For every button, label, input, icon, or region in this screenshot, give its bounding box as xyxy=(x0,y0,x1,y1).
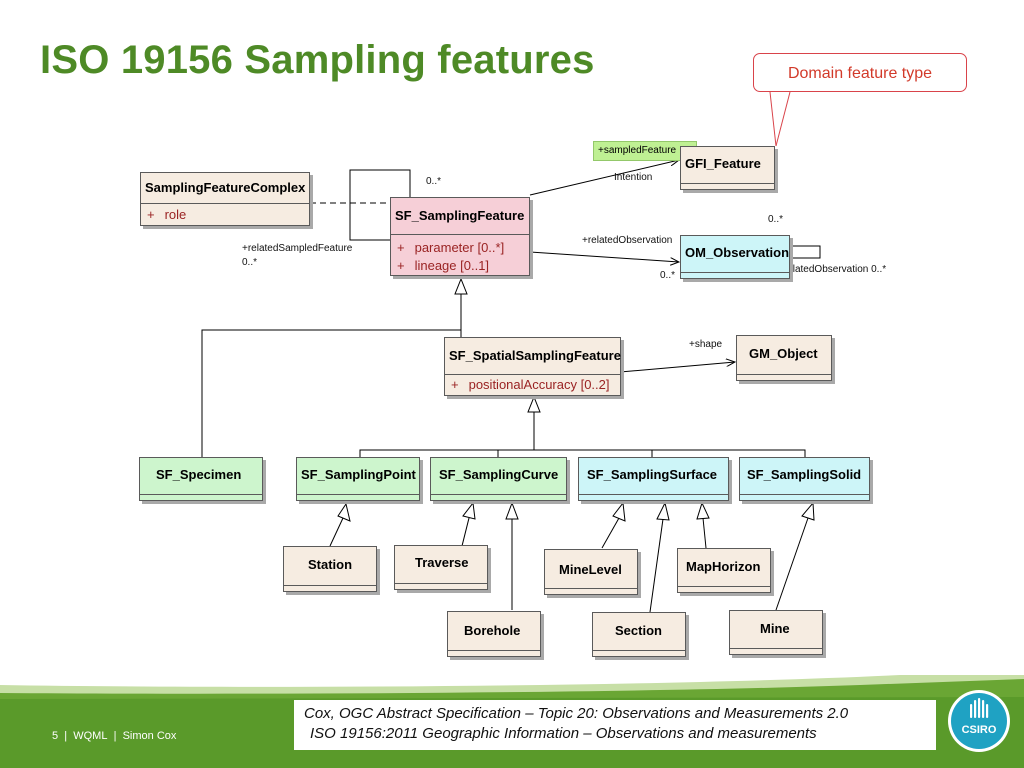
class-om-observation[interactable]: OM_Observation xyxy=(680,235,790,279)
footer-credits: 5 | WQML | Simon Cox xyxy=(52,730,176,742)
class-sf-spatial-sampling-feature[interactable]: SF_SpatialSamplingFeature + positionalAcc… xyxy=(444,337,621,396)
class-sf-sampling-curve[interactable]: SF_SamplingCurve xyxy=(430,457,567,501)
footer-separator: | xyxy=(113,730,117,742)
footer-separator: | xyxy=(64,730,68,742)
class-name: OM_Observation xyxy=(685,245,790,260)
class-name: GFI_Feature xyxy=(685,156,761,171)
attribute-lineage: lineage [0..1] xyxy=(414,258,490,273)
class-name: SF_Specimen xyxy=(156,467,242,482)
observation-self-label: +relatedObservation 0..* xyxy=(778,264,887,275)
class-gm-object[interactable]: GM_Object xyxy=(736,335,832,381)
class-attributes: + parameter [0..*] + lineage [0..1] xyxy=(391,234,529,275)
csiro-logo: CSIRO xyxy=(948,690,1010,752)
attribute-positional-accuracy: positionalAccuracy [0..2] xyxy=(468,377,610,392)
class-divider xyxy=(395,583,487,584)
visibility-marker: + xyxy=(451,377,459,392)
class-divider xyxy=(140,494,262,495)
class-name: Traverse xyxy=(415,555,469,570)
class-station[interactable]: Station xyxy=(283,546,377,592)
class-divider xyxy=(730,648,822,649)
class-sf-sampling-solid[interactable]: SF_SamplingSolid xyxy=(739,457,870,501)
class-name: SamplingFeatureComplex xyxy=(145,180,306,195)
class-divider xyxy=(740,494,869,495)
slide-title: ISO 19156 Sampling features xyxy=(40,38,595,82)
class-section[interactable]: Section xyxy=(592,612,686,657)
class-name: GM_Object xyxy=(749,346,818,361)
class-divider xyxy=(448,650,540,651)
shape-role-label: +shape xyxy=(689,339,723,350)
page-number: 5 xyxy=(52,730,59,742)
class-name: SF_SamplingPoint xyxy=(301,467,416,482)
citation-line-1: Cox, OGC Abstract Specification – Topic … xyxy=(304,705,849,722)
class-divider xyxy=(284,585,376,586)
related-sampling-feature-multiplicity: 0..* xyxy=(242,257,258,268)
class-name: SF_SamplingFeature xyxy=(395,208,525,223)
class-sf-sampling-feature[interactable]: SF_SamplingFeature + parameter [0..*] + li… xyxy=(390,197,530,276)
attribute-parameter: parameter [0..*] xyxy=(414,240,505,255)
class-name: MapHorizon xyxy=(686,559,761,574)
class-mine-level[interactable]: MineLevel xyxy=(544,549,638,595)
class-sf-sampling-surface[interactable]: SF_SamplingSurface xyxy=(578,457,729,501)
domain-feature-callout: Domain feature type xyxy=(753,53,967,92)
class-divider xyxy=(297,494,419,495)
class-mine[interactable]: Mine xyxy=(729,610,823,655)
footer-author: Simon Cox xyxy=(122,730,177,742)
class-name: SF_SpatialSamplingFeature xyxy=(449,348,621,363)
visibility-marker: + xyxy=(397,240,405,255)
attribute-role: role xyxy=(164,207,187,222)
class-divider xyxy=(579,494,728,495)
class-gfi-feature[interactable]: GFI_Feature xyxy=(680,146,775,190)
citation-line-2: ISO 19156:2011 Geographic Information – … xyxy=(310,725,817,742)
visibility-marker: + xyxy=(397,258,405,273)
class-name: SF_SamplingCurve xyxy=(439,467,559,482)
class-name: MineLevel xyxy=(559,562,622,577)
intention-label: Intention xyxy=(614,172,653,183)
related-sampling-feature-label: +relatedSampledFeature xyxy=(242,243,353,254)
class-name: Station xyxy=(308,557,353,572)
logo-text: CSIRO xyxy=(962,724,997,736)
class-sampling-feature-complex[interactable]: SamplingFeatureComplex + role xyxy=(140,172,310,226)
citation-box: Cox, OGC Abstract Specification – Topic … xyxy=(294,700,936,750)
class-divider xyxy=(678,586,770,587)
gfi-multiplicity-label: 0..* xyxy=(768,214,784,225)
sampled-feature-role-tag: +sampledFeature xyxy=(593,141,697,161)
class-divider xyxy=(737,374,831,375)
class-divider xyxy=(681,272,789,273)
class-name: Section xyxy=(615,623,662,638)
self-multiplicity-label: 0..* xyxy=(426,176,442,187)
observation-multiplicity-label: 0..* xyxy=(660,270,676,281)
class-borehole[interactable]: Borehole xyxy=(447,611,541,657)
class-divider xyxy=(431,494,566,495)
class-name: Borehole xyxy=(464,623,521,638)
class-attributes: + role xyxy=(141,203,309,224)
class-divider xyxy=(545,588,637,589)
class-traverse[interactable]: Traverse xyxy=(394,545,488,590)
class-map-horizon[interactable]: MapHorizon xyxy=(677,548,771,593)
class-name: SF_SamplingSolid xyxy=(747,467,862,482)
class-attributes: + positionalAccuracy [0..2] xyxy=(445,374,620,394)
class-divider xyxy=(681,183,774,184)
class-divider xyxy=(593,650,685,651)
footer-project: WQML xyxy=(73,730,108,742)
class-name: SF_SamplingSurface xyxy=(587,467,718,482)
class-sf-specimen[interactable]: SF_Specimen xyxy=(139,457,263,501)
related-observation-label: +relatedObservation xyxy=(582,235,673,246)
visibility-marker: + xyxy=(147,207,155,222)
class-name: Mine xyxy=(760,621,790,636)
class-sf-sampling-point[interactable]: SF_SamplingPoint xyxy=(296,457,420,501)
